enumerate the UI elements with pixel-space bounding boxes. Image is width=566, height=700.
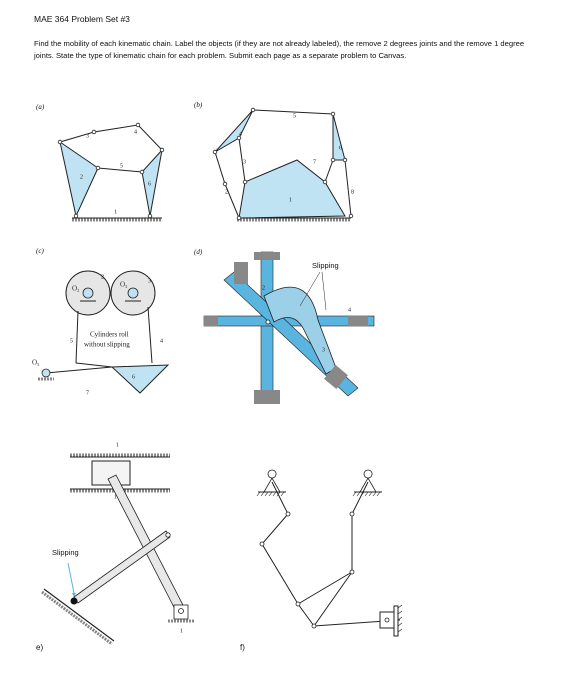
slipping-note: Slipping [312, 261, 339, 270]
link-label: 4 [348, 307, 351, 313]
link-label: 8 [351, 189, 354, 195]
link-label: 4 [160, 338, 163, 344]
link-label: 3 [86, 133, 89, 139]
link-label: 2 [101, 274, 104, 280]
cylinders-note: without slipping [84, 341, 130, 349]
figure-d-label: (d) [194, 248, 203, 256]
link-label: 1 [114, 494, 117, 500]
figure-f-label: f) [240, 643, 245, 652]
problem-set-title: MAE 364 Problem Set #3 [34, 14, 130, 24]
link-label: 7 [313, 159, 316, 165]
link-label: 2 [262, 285, 265, 291]
pivot-label: O₃ [120, 281, 128, 289]
figure-a-label: (a) [36, 103, 45, 111]
link-label: 5 [120, 163, 123, 169]
cylinders-note: Cylinders roll [90, 331, 129, 339]
figure-e-label: e) [36, 643, 44, 652]
link-label: 3 [148, 278, 151, 284]
figure-b-label: (b) [194, 101, 203, 109]
figure-a-linkage: 2 3 4 5 6 1 [57, 122, 165, 222]
pivot-label: O₂ [72, 285, 80, 293]
pivot-label: O₅ [32, 359, 40, 367]
link-label: 3 [243, 159, 246, 165]
link-label: 4 [239, 131, 242, 137]
link-label: 2 [225, 189, 228, 195]
link-label: 4 [134, 129, 137, 135]
figure-d-mechanism: Slipping 2 3 4 [203, 251, 375, 404]
link-label: 6 [132, 374, 135, 380]
figure-f-mechanism [256, 469, 403, 637]
link-label: 6 [339, 145, 342, 151]
link-label: 1 [180, 628, 183, 634]
figure-c-mechanism: 2 3 4 5 6 7 O₂ O₃ O₅ Cylinders roll with… [32, 270, 170, 396]
figure-c-label: (c) [36, 247, 44, 255]
link-label: 5 [70, 338, 73, 344]
link-label: 7 [86, 390, 89, 396]
figure-e-mechanism: Slipping 1 1 1 [41, 442, 194, 645]
instructions-text: Find the mobility of each kinematic chai… [34, 39, 525, 60]
link-label: 1 [114, 209, 117, 215]
figure-b-linkage: 1 2 3 4 5 6 7 8 [212, 107, 354, 222]
link-label: 1 [116, 442, 119, 448]
link-label: 1 [289, 197, 292, 203]
slipping-note: Slipping [52, 548, 79, 557]
link-label: 5 [293, 113, 296, 119]
link-label: 6 [148, 181, 151, 187]
link-label: 2 [80, 174, 83, 180]
link-label: 3 [322, 347, 325, 353]
